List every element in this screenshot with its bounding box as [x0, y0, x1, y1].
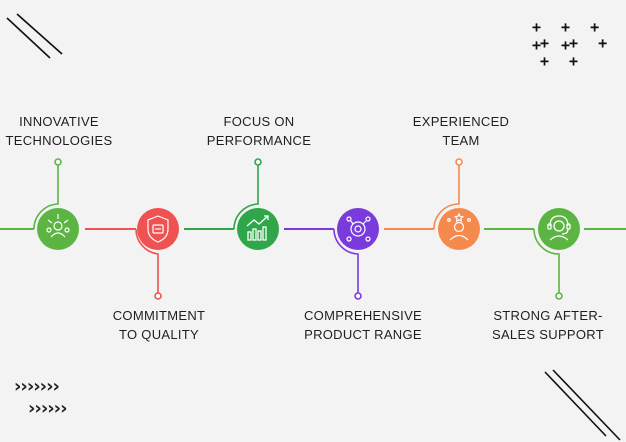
dot-performance	[254, 158, 262, 166]
dot-support	[555, 292, 563, 300]
node-range	[337, 208, 379, 250]
label-range: COMPREHENSIVE PRODUCT RANGE	[303, 308, 423, 342]
label-performance: FOCUS ON PERFORMANCE	[206, 114, 312, 148]
quality-shield-icon	[147, 215, 169, 243]
connector-support	[533, 228, 560, 294]
dot-quality	[154, 292, 162, 300]
support-headset-icon	[547, 215, 571, 241]
label-innovative: INNOVATIVE TECHNOLOGIES	[5, 114, 113, 148]
label-support: STRONG AFTER- SALES SUPPORT	[491, 308, 605, 342]
performance-chart-icon	[246, 215, 269, 241]
connector-team	[433, 163, 460, 230]
decor-slashes-top-left	[6, 13, 63, 59]
connector-performance	[233, 163, 259, 230]
product-gear-icon	[346, 216, 371, 242]
team-star-icon	[447, 212, 471, 241]
decor-slashes-bottom-right	[544, 369, 621, 441]
node-support	[538, 208, 580, 250]
node-team	[438, 208, 480, 250]
dot-range	[354, 292, 362, 300]
decor-plus-row-1: + + + + +	[532, 18, 605, 54]
connector-innovative	[33, 163, 59, 230]
label-team: EXPERIENCED TEAM	[412, 114, 510, 148]
connector-quality	[135, 228, 159, 294]
decor-plus-row-2: + + + + +	[540, 34, 613, 70]
people-network-icon	[46, 214, 70, 238]
decor-chevron-row-2: ››››››	[28, 398, 68, 419]
node-innovative	[37, 208, 79, 250]
label-quality: COMMITMENT TO QUALITY	[112, 308, 206, 342]
node-performance	[237, 208, 279, 250]
decor-chevron-row-1: ›››››››	[14, 376, 60, 397]
dot-team	[455, 158, 463, 166]
dot-innovative	[54, 158, 62, 166]
node-quality	[137, 208, 179, 250]
connector-range	[333, 228, 359, 294]
